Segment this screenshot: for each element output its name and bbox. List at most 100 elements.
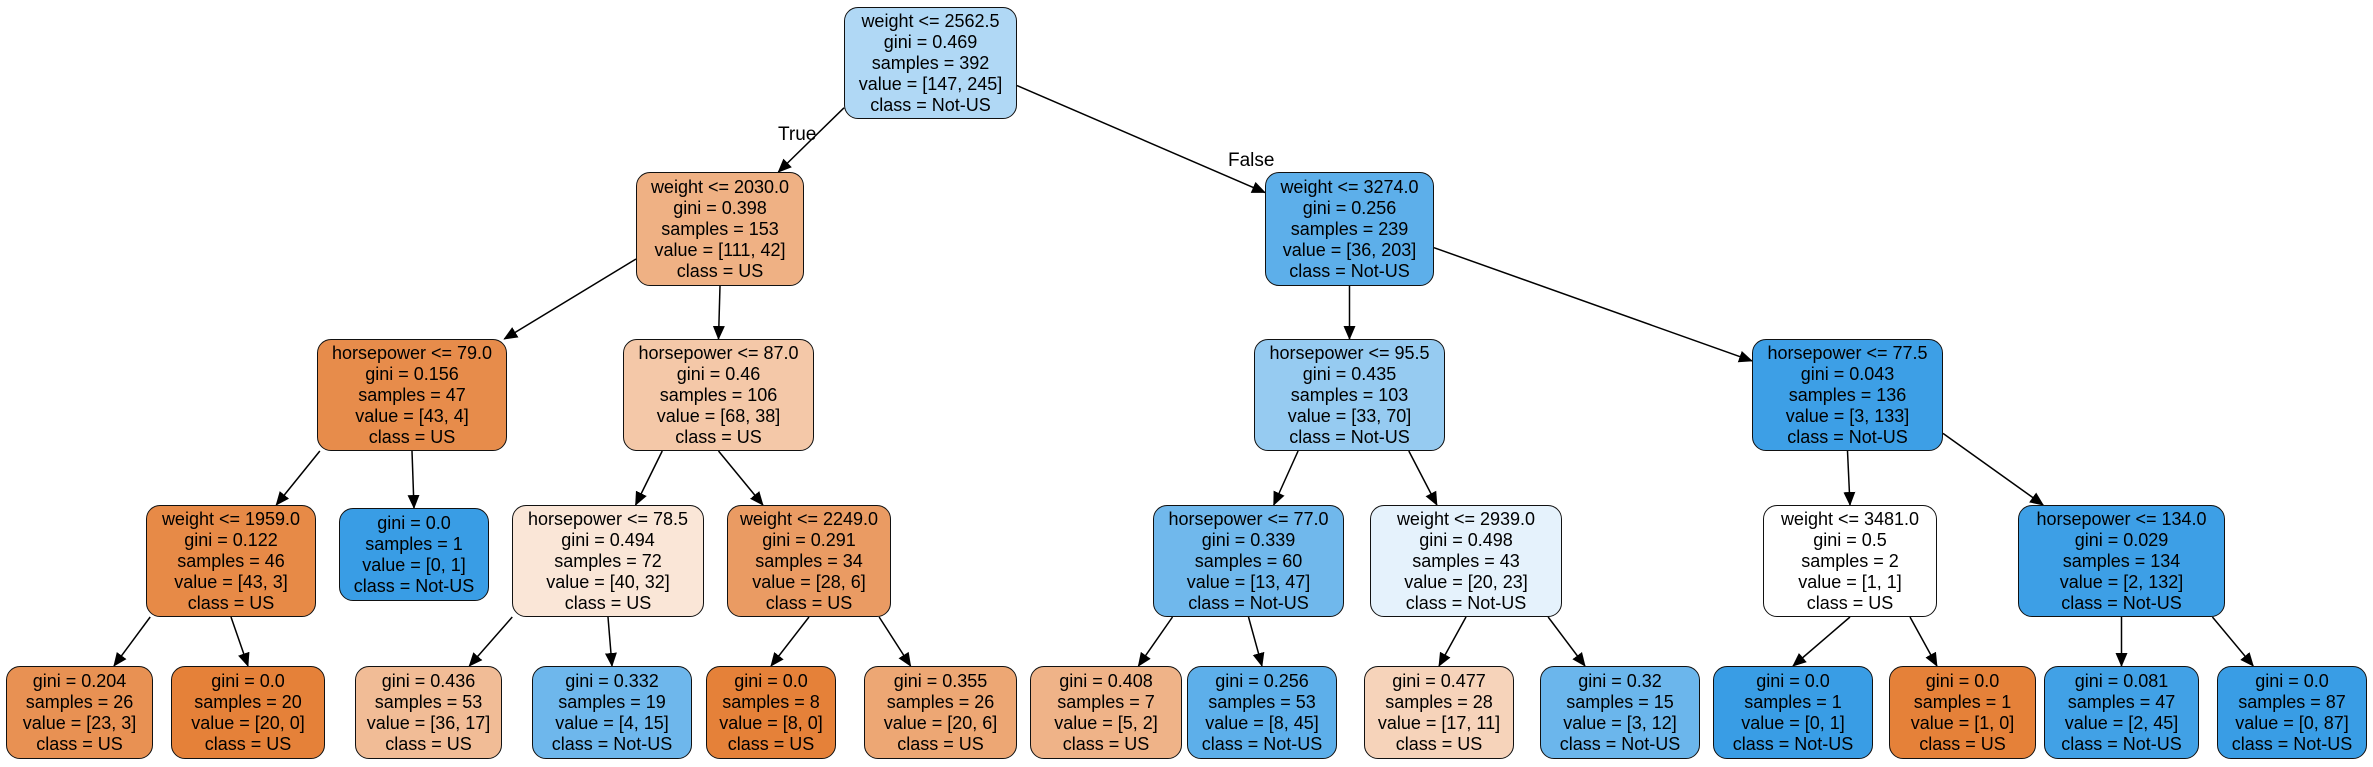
- tree-node-line: class = Not-US: [1559, 733, 1681, 754]
- tree-node-line: value = [4, 15]: [555, 712, 669, 733]
- tree-node-line: samples = 392: [871, 52, 990, 73]
- tree-node-line: value = [36, 203]: [1282, 239, 1417, 260]
- tree-node-line: samples = 103: [1290, 384, 1409, 405]
- tree-node-line: gini = 0.355: [893, 670, 988, 691]
- tree-edge: [1942, 432, 2045, 506]
- tree-node-line: samples = 28: [1385, 691, 1493, 712]
- tree-node-line: horsepower <= 95.5: [1269, 342, 1430, 363]
- tree-node-line: gini = 0.0: [1925, 670, 2000, 691]
- tree-node-line: gini = 0.46: [676, 363, 761, 384]
- tree-node-line: gini = 0.398: [673, 197, 767, 218]
- tree-node-line: value = [8, 0]: [719, 712, 823, 733]
- tree-edge: [770, 616, 810, 667]
- tree-node-line: samples = 34: [755, 550, 863, 571]
- tree-node-line: gini = 0.204: [32, 670, 127, 691]
- tree-node-line: value = [0, 87]: [2235, 712, 2349, 733]
- tree-node-line: weight <= 3274.0: [1280, 176, 1419, 197]
- tree-node-line: samples = 26: [25, 691, 134, 712]
- tree-node-line: samples = 19: [558, 691, 666, 712]
- tree-edge: [407, 450, 420, 509]
- tree-node-line: samples = 60: [1194, 550, 1303, 571]
- tree-node-line: value = [0, 1]: [1741, 712, 1845, 733]
- tree-node-line: samples = 153: [661, 218, 779, 239]
- tree-node-line: horsepower <= 77.0: [1168, 508, 1329, 529]
- tree-node-line: value = [68, 38]: [656, 405, 781, 426]
- tree-node-line: gini = 0.029: [2074, 529, 2169, 550]
- tree-node-line: value = [2, 132]: [2059, 571, 2184, 592]
- tree-node-line: gini = 0.291: [762, 529, 856, 550]
- tree-node-line: weight <= 3481.0: [1780, 508, 1920, 529]
- tree-node-line: value = [20, 0]: [191, 712, 305, 733]
- tree-node-line: samples = 53: [374, 691, 483, 712]
- tree-node-line: gini = 0.332: [565, 670, 659, 691]
- tree-edge: [113, 616, 151, 667]
- tree-edge: [1247, 616, 1265, 667]
- tree-node-line: samples = 239: [1290, 218, 1409, 239]
- tree-node-line: samples = 47: [358, 384, 466, 405]
- tree-node-line: class = US: [1919, 733, 2006, 754]
- tree-node-line: value = [0, 1]: [362, 554, 466, 575]
- tree-node-line: gini = 0.0: [377, 512, 451, 533]
- tree-node-line: samples = 46: [177, 550, 285, 571]
- tree-node-line: class = US: [36, 733, 123, 754]
- tree-node-line: class = US: [1395, 733, 1483, 754]
- tree-node-line: value = [8, 45]: [1205, 712, 1319, 733]
- tree-edge: [777, 107, 845, 173]
- tree-node-line: samples = 47: [2067, 691, 2176, 712]
- tree-node-line: samples = 15: [1566, 691, 1674, 712]
- tree-node-line: class = US: [564, 592, 652, 613]
- tree-edge: [878, 616, 912, 667]
- tree-edge: [1438, 616, 1467, 667]
- tree-node-line: class = Not-US: [1787, 426, 1908, 447]
- tree-node-line: weight <= 2939.0: [1396, 508, 1536, 529]
- tree-node-line: gini = 0.256: [1302, 197, 1397, 218]
- tree-node-line: gini = 0.32: [1578, 670, 1662, 691]
- tree-node-line: horsepower <= 134.0: [2036, 508, 2207, 529]
- tree-node-line: value = [28, 6]: [752, 571, 866, 592]
- tree-node-line: class = US: [765, 592, 853, 613]
- tree-node-line: samples = 20: [194, 691, 302, 712]
- tree-node-line: class = Not-US: [1405, 592, 1527, 613]
- tree-edge: [1273, 450, 1299, 506]
- tree-edge: [717, 450, 764, 506]
- tree-node-line: samples = 1: [1744, 691, 1842, 712]
- tree-node-line: gini = 0.256: [1215, 670, 1309, 691]
- tree-node-line: gini = 0.0: [2255, 670, 2329, 691]
- tree-node-line: class = US: [368, 426, 456, 447]
- tree-node-line: gini = 0.043: [1800, 363, 1895, 384]
- tree-node-line: class = US: [1062, 733, 1150, 754]
- tree-edge: [1016, 84, 1266, 194]
- tree-node-line: class = Not-US: [1289, 260, 1410, 281]
- tree-node-line: value = [3, 12]: [1563, 712, 1677, 733]
- tree-node-line: samples = 8: [722, 691, 820, 712]
- tree-node-line: value = [2, 45]: [2064, 712, 2179, 733]
- tree-node-line: class = US: [727, 733, 815, 754]
- tree-edge: [1433, 246, 1753, 363]
- tree-node-line: value = [20, 6]: [883, 712, 998, 733]
- tree-node-line: value = [40, 32]: [546, 571, 670, 592]
- tree-node-line: value = [1, 0]: [1910, 712, 2015, 733]
- tree-node-line: class = Not-US: [870, 94, 991, 115]
- tree-node-line: class = Not-US: [353, 575, 475, 596]
- tree-node-line: weight <= 1959.0: [161, 508, 301, 529]
- tree-node-line: samples = 53: [1208, 691, 1316, 712]
- tree-node-line: value = [43, 3]: [174, 571, 288, 592]
- tree-node-line: samples = 1: [1913, 691, 2012, 712]
- tree-node-line: gini = 0.0: [734, 670, 808, 691]
